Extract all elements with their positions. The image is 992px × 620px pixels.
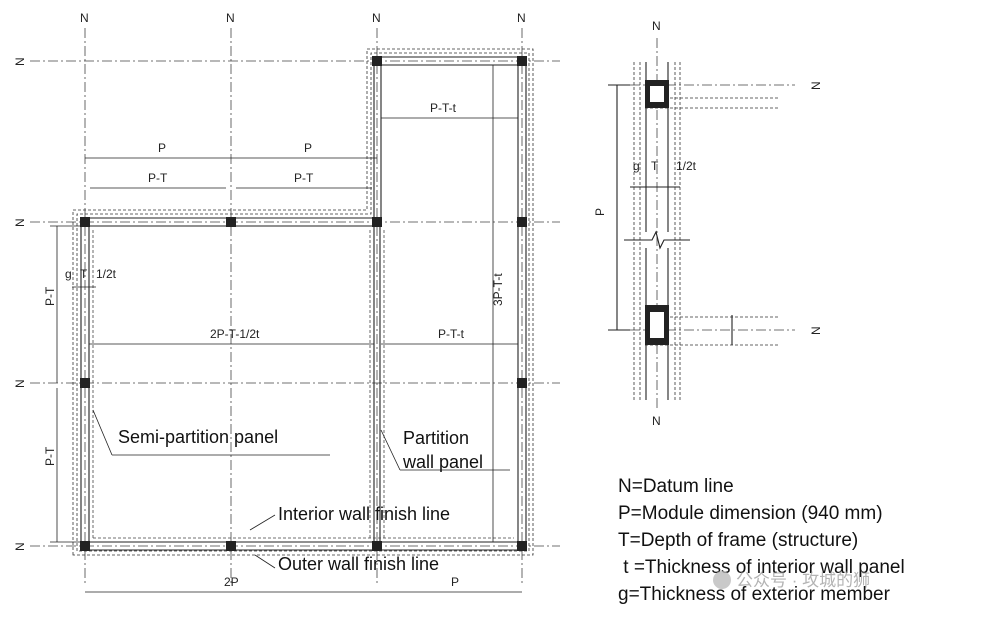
column — [80, 217, 90, 227]
detail-dim-half-t: 1/2t — [676, 159, 697, 173]
datum-label-top-2: N — [226, 11, 235, 25]
dim-ptt-top: P-T-t — [430, 101, 457, 115]
partition-dashed — [92, 230, 514, 539]
semi-partition-label: Semi-partition panel — [118, 427, 278, 447]
dim-t: T — [80, 267, 88, 281]
dim-2p: 2P — [224, 575, 239, 589]
column — [517, 56, 527, 66]
detail-dim-p: P — [593, 208, 607, 216]
legend: N=Datum line P=Module dimension (940 mm)… — [618, 476, 905, 605]
datum-labels: N N N N N N N N — [13, 11, 526, 551]
dim-p1: P — [158, 141, 166, 155]
column — [226, 541, 236, 551]
dim-left-pt2: P-T — [43, 446, 57, 466]
leader-semi — [92, 409, 113, 456]
column — [372, 541, 382, 551]
dim-pt1: P-T — [148, 171, 168, 185]
dim-2pt: 2P-T-1/2t — [210, 327, 260, 341]
outer-finish-lines — [72, 48, 534, 556]
datum-label-left-1: N — [13, 57, 27, 66]
detail-dim-t: T — [651, 159, 659, 173]
detail-label-n-bottom: N — [652, 414, 661, 428]
column — [80, 541, 90, 551]
detail-column-top-web — [650, 86, 664, 102]
legend-line-4: t =Thickness of interior wall panel — [618, 557, 905, 578]
outer-finish-outline-2 — [76, 52, 530, 552]
callout-labels: Semi-partition panel Partition wall pane… — [118, 427, 483, 574]
dim-p-bottom: P — [451, 575, 459, 589]
wall-section-detail: N N N N P g T 1/2t — [593, 19, 823, 428]
legend-line-1: N=Datum line — [618, 476, 734, 497]
partition-label-line2: wall panel — [402, 452, 483, 472]
dim-left-pt1: P-T — [43, 286, 57, 306]
outer-finish-outline — [72, 48, 534, 556]
dim-3pt: 3P-T-t — [491, 273, 505, 306]
wall-panels — [80, 56, 527, 551]
partition-label-line1: Partition — [403, 428, 469, 448]
outer-finish-label: Outer wall finish line — [278, 554, 439, 574]
datum-label-left-3: N — [13, 379, 27, 388]
legend-line-5: g=Thickness of exterior member — [618, 584, 891, 605]
column — [517, 217, 527, 227]
datum-label-top-4: N — [517, 11, 526, 25]
column — [80, 378, 90, 388]
column — [517, 541, 527, 551]
wechat-icon — [713, 571, 731, 589]
leader-outer — [254, 554, 276, 569]
frame-columns — [80, 56, 527, 551]
datum-grid — [30, 28, 560, 585]
dim-half-t: 1/2t — [96, 267, 117, 281]
legend-line-2: P=Module dimension (940 mm) — [618, 503, 883, 524]
dim-ptt-mid: P-T-t — [438, 327, 465, 341]
column — [517, 378, 527, 388]
detail-dim-g: g — [633, 159, 640, 173]
column — [372, 56, 382, 66]
leader-interior — [249, 514, 276, 531]
dim-g: g — [65, 267, 72, 281]
watermark-text: 公众号 · 攻城的狮 — [736, 571, 870, 590]
dimension-lines — [50, 65, 522, 593]
datum-label-top-3: N — [372, 11, 381, 25]
column — [226, 217, 236, 227]
dim-pt2: P-T — [294, 171, 314, 185]
detail-column-bottom-web — [650, 312, 664, 338]
datum-label-left-4: N — [13, 542, 27, 551]
detail-label-n-top: N — [652, 19, 661, 33]
legend-line-3: T=Depth of frame (structure) — [618, 530, 858, 551]
break-line — [624, 230, 690, 250]
datum-label-left-2: N — [13, 218, 27, 227]
dimension-text: P P P-T P-T P-T-t 2P-T-1/2t P-T-t 3P-T-t… — [43, 101, 505, 589]
column — [372, 217, 382, 227]
watermark: 公众号 · 攻城的狮 — [713, 571, 870, 590]
exterior-wall-outer — [80, 56, 527, 551]
leader-partition — [380, 429, 401, 471]
detail-label-n-right-top: N — [809, 81, 823, 90]
datum-label-top-1: N — [80, 11, 89, 25]
dim-p2: P — [304, 141, 312, 155]
interior-finish-label: Interior wall finish line — [278, 504, 450, 524]
detail-label-n-right-bottom: N — [809, 326, 823, 335]
